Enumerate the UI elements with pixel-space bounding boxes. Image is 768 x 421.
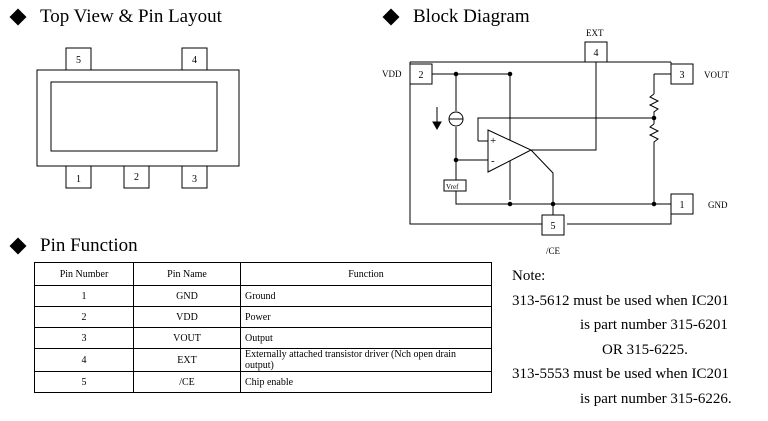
note-title: Note: — [512, 268, 546, 284]
pin-name-cell: EXT — [133, 348, 241, 372]
bd-pin-4-label: 4 — [594, 48, 599, 59]
block-diagram-heading: Block Diagram — [382, 6, 530, 28]
bd-pin-1-label: 1 — [680, 200, 685, 211]
top-view-title: Top View & Pin Layout — [40, 6, 222, 27]
package-body — [36, 69, 240, 167]
vref-to-gnd — [455, 191, 654, 205]
package-pin-2-label: 2 — [134, 172, 139, 183]
gnd-junction-2 — [507, 201, 513, 207]
pin-function-cell: Output — [240, 327, 492, 349]
pin-function-cell: Chip enable — [240, 371, 492, 393]
column-header: Pin Name — [133, 262, 241, 286]
plus-input-wire — [477, 117, 654, 141]
pin-function-cell: Externally attached transistor driver (N… — [240, 348, 492, 372]
package-inner-outline — [50, 81, 218, 152]
note-line: OR 315-6225. — [602, 341, 688, 358]
ext-label: EXT — [586, 28, 604, 38]
package-pin-2 — [123, 165, 150, 189]
chip-outline — [409, 61, 672, 225]
vout-label: VOUT — [704, 70, 729, 80]
pin-name-cell: /CE — [133, 371, 241, 393]
package-pin-3 — [181, 165, 208, 189]
gnd-junction-3 — [550, 201, 556, 207]
table-row: 5 /CE Chip enable — [34, 371, 492, 393]
gnd-junction — [651, 201, 657, 207]
table-row: 2 VDD Power — [34, 306, 492, 328]
column-header: Pin Number — [34, 262, 134, 286]
vdd-junction-2 — [507, 71, 513, 77]
pin-name-cell: VOUT — [133, 327, 241, 349]
ce-wire — [530, 149, 554, 215]
package-pin-4 — [181, 47, 208, 71]
current-source — [448, 111, 464, 127]
table-row: 4 EXT Externally attached transistor dri… — [34, 348, 492, 372]
package-pin-1-label: 1 — [76, 174, 81, 185]
note-line: is part number 315-6226. — [580, 390, 732, 407]
minus-sign: - — [491, 155, 495, 167]
pin-number-cell: 5 — [34, 371, 134, 393]
note-line: 313-5553 must be used when IC201 — [512, 366, 730, 382]
bd-pin-1-box — [670, 193, 694, 215]
top-view-heading: Top View & Pin Layout — [9, 6, 222, 28]
pin-number-cell: 3 — [34, 327, 134, 349]
package-pin-3-label: 3 — [192, 174, 197, 185]
table-row: 1 GND Ground — [34, 285, 492, 307]
pin-function-title: Pin Function — [40, 235, 138, 256]
pin-number-cell: 4 — [34, 348, 134, 372]
diamond-bullet-icon — [9, 237, 27, 255]
vref-label: Vref — [446, 183, 459, 191]
note-block: Note: 313-5612 must be used when IC201 i… — [512, 264, 732, 411]
note-line: is part number 315-6201 — [580, 317, 728, 333]
pin-function-table: Pin Number Pin Name Function 1 GND Groun… — [34, 262, 492, 393]
note-line: 313-5612 must be used when IC201 — [512, 292, 730, 309]
resistor-r2 — [648, 123, 660, 204]
vdd-junction — [453, 71, 459, 77]
bd-pin-2-box — [409, 63, 433, 85]
column-header: Function — [240, 262, 492, 286]
table-header-row: Pin Number Pin Name Function — [34, 262, 492, 286]
bd-pin-4-box — [584, 41, 608, 63]
bd-pin-5-label: 5 — [551, 221, 556, 232]
block-diagram-title: Block Diagram — [413, 6, 530, 27]
pin-function-cell: Power — [240, 306, 492, 328]
pin-number-cell: 2 — [34, 306, 134, 328]
bd-pin-2-label: 2 — [419, 70, 424, 81]
bd-pin-3-box — [670, 63, 694, 85]
package-pin-1 — [65, 165, 92, 189]
table-row: 3 VOUT Output — [34, 327, 492, 349]
vdd-rail — [432, 73, 511, 200]
vref-box — [443, 179, 467, 192]
pin-name-cell: GND — [133, 285, 241, 307]
plus-sign: + — [490, 135, 496, 147]
ext-wire — [531, 62, 597, 151]
minus-junction — [453, 157, 459, 163]
package-pin-5 — [65, 47, 92, 71]
gnd-label: GND — [708, 200, 728, 210]
pin-number-cell: 1 — [34, 285, 134, 307]
ce-label: /CE — [546, 246, 561, 256]
comparator — [487, 129, 533, 173]
package-pin-5-label: 5 — [76, 55, 81, 66]
diamond-bullet-icon — [382, 8, 400, 26]
pin-function-cell: Ground — [240, 285, 492, 307]
current-arrow-head — [432, 121, 442, 131]
vdd-label: VDD — [382, 69, 402, 79]
divider-junction — [651, 115, 657, 121]
package-pin-4-label: 4 — [192, 55, 197, 66]
bd-pin-3-label: 3 — [680, 70, 685, 81]
pin-name-cell: VDD — [133, 306, 241, 328]
diamond-bullet-icon — [9, 8, 27, 26]
bd-pin-5-box — [541, 214, 565, 236]
pin-function-heading: Pin Function — [9, 235, 138, 257]
resistor-r1 — [648, 93, 660, 124]
